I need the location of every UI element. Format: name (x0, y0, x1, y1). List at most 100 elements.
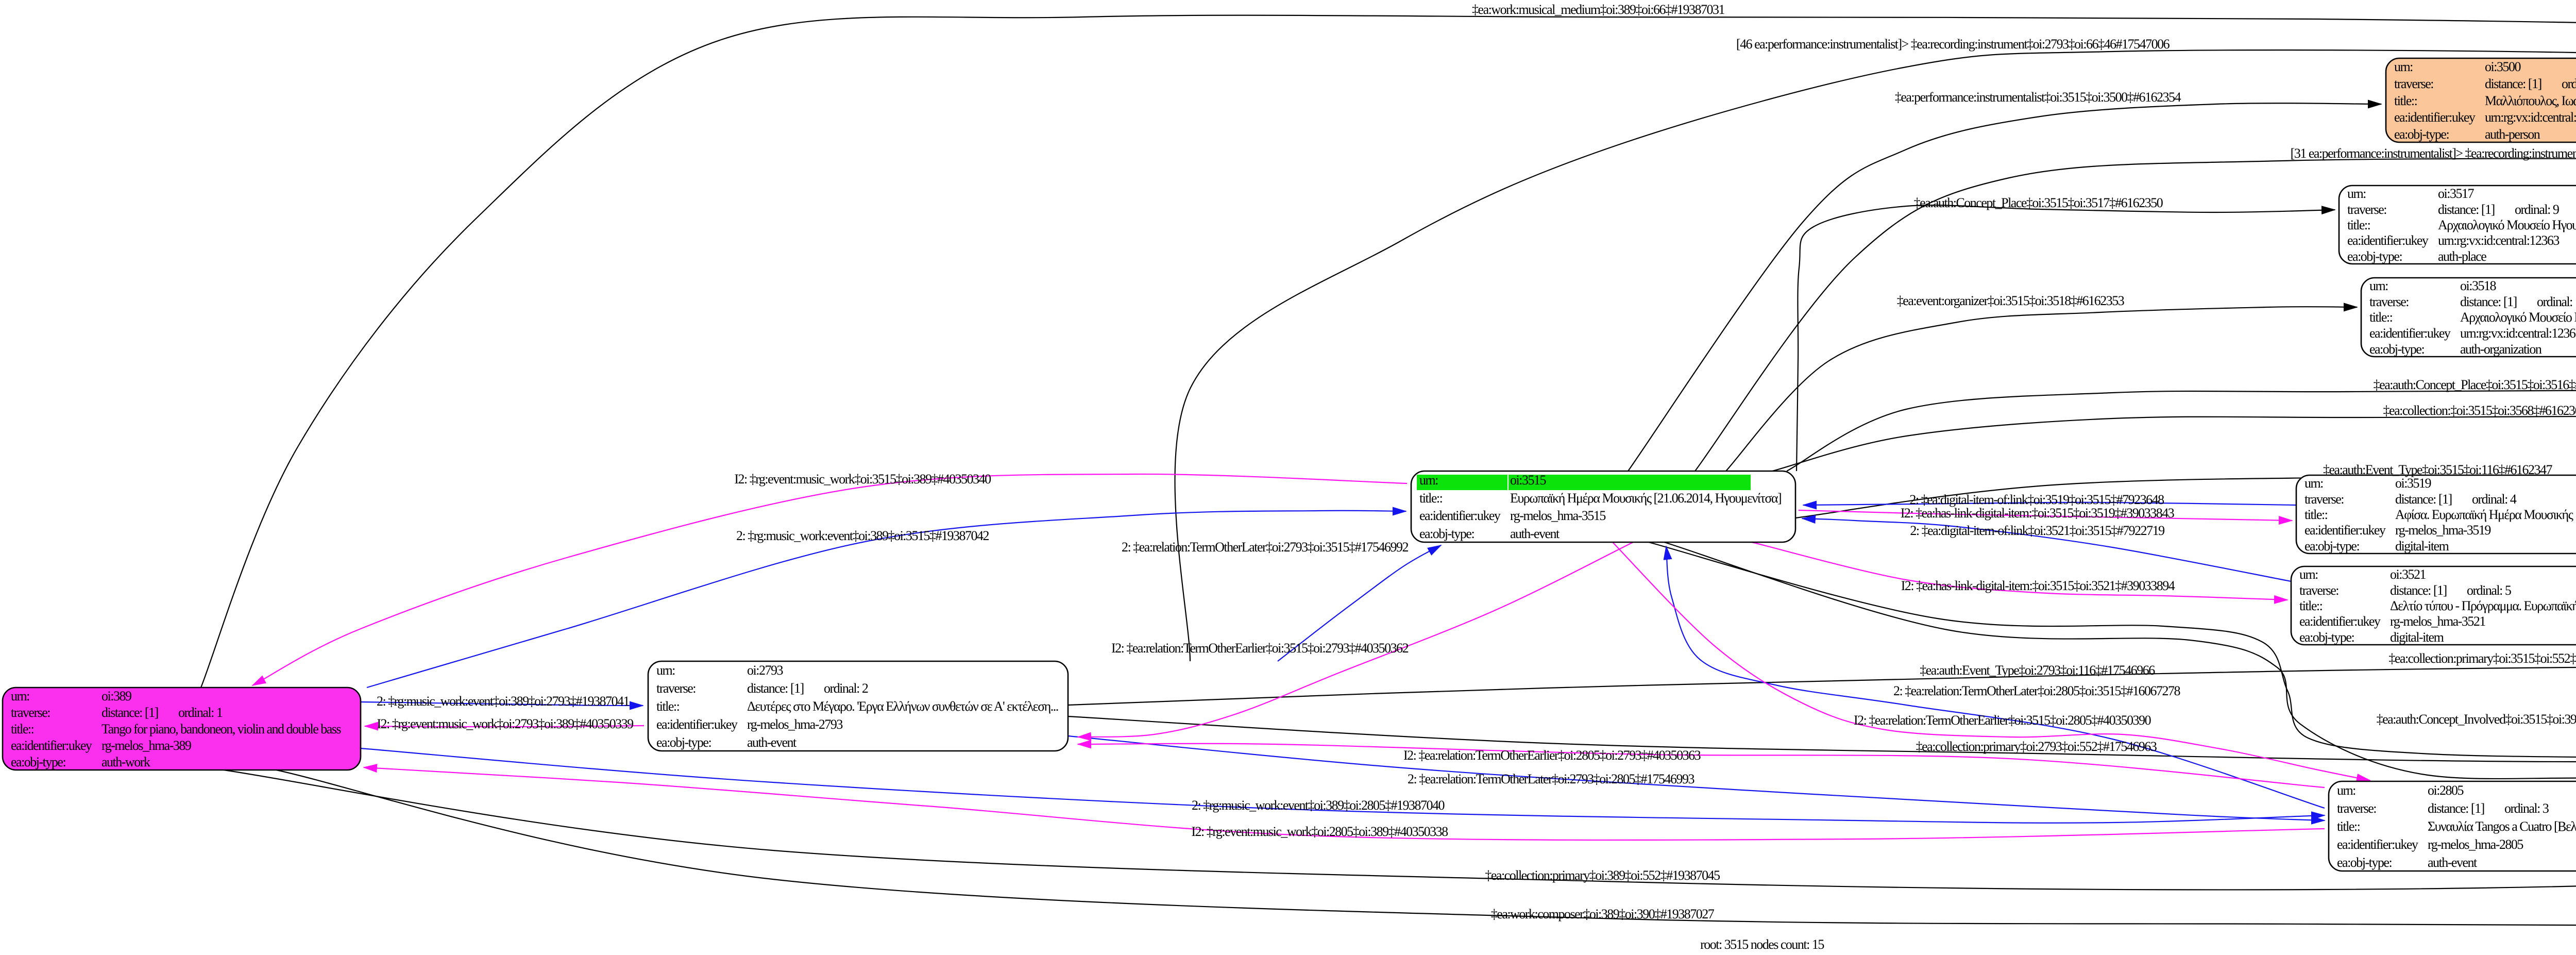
svg-text:traverse:: traverse: (2337, 801, 2376, 816)
svg-text:rg-melos_hma-2793: rg-melos_hma-2793 (747, 717, 842, 732)
svg-text:urn:rg:vx:id:central:8959: urn:rg:vx:id:central:8959 (2485, 110, 2576, 125)
svg-text:auth-person: auth-person (2485, 127, 2540, 142)
svg-text:2: ‡ea:relation:TermOtherLater: 2: ‡ea:relation:TermOtherLater‡oi:2805‡o… (1893, 683, 2181, 698)
svg-text:‡ea:work:musical_medium‡oi:389: ‡ea:work:musical_medium‡oi:389‡oi:66‡#19… (1472, 2, 1724, 17)
svg-text:ea:obj-type:: ea:obj-type: (11, 755, 65, 769)
svg-text:distance: [1]: distance: [1] (2485, 76, 2541, 91)
svg-text:traverse:: traverse: (2347, 202, 2386, 217)
svg-text:ordinal: 12: ordinal: 12 (2562, 76, 2576, 91)
svg-text:urn:: urn: (2394, 59, 2413, 74)
svg-text:I2: ‡ea:relation:TermOtherEarl: I2: ‡ea:relation:TermOtherEarlier‡oi:280… (1403, 748, 1701, 763)
svg-text:2: ‡ea:digital-item-of:link‡oi: 2: ‡ea:digital-item-of:link‡oi:3519‡oi:3… (1909, 492, 2164, 507)
svg-text:urn:: urn: (2299, 567, 2318, 582)
svg-text:ea:identifier:ukey: ea:identifier:ukey (2347, 233, 2429, 248)
svg-text:traverse:: traverse: (2304, 492, 2344, 507)
svg-text:distance: [1]: distance: [1] (2460, 294, 2517, 309)
svg-text:Δελτίο τύπου - Πρόγραμμα. Ευρω: Δελτίο τύπου - Πρόγραμμα. Ευρωπαϊκή Ημέρ… (2390, 598, 2576, 613)
svg-text:auth-event: auth-event (1510, 526, 1560, 541)
svg-text:ordinal: 5: ordinal: 5 (2467, 583, 2511, 598)
svg-text:ea:obj-type:: ea:obj-type: (2299, 630, 2354, 645)
svg-text:distance: [1]: distance: [1] (2390, 583, 2447, 598)
svg-text:2: ‡rg:music_work:event‡oi:389: 2: ‡rg:music_work:event‡oi:389‡oi:3515‡#… (736, 528, 989, 543)
svg-text:I2: ‡rg:event:music_work‡oi:35: I2: ‡rg:event:music_work‡oi:3515‡oi:389‡… (734, 472, 991, 487)
svg-text:urn:rg:vx:id:central:12363: urn:rg:vx:id:central:12363 (2438, 233, 2559, 248)
svg-text:ea:identifier:ukey: ea:identifier:ukey (2394, 110, 2476, 125)
svg-text:ordinal: 1: ordinal: 1 (178, 705, 223, 720)
svg-text:oi:3515: oi:3515 (1510, 473, 1546, 488)
svg-text:ea:identifier:ukey: ea:identifier:ukey (656, 717, 738, 732)
svg-text:ea:identifier:ukey: ea:identifier:ukey (2299, 614, 2381, 629)
svg-text:title::: title:: (2394, 93, 2417, 108)
svg-text:ea:obj-type:: ea:obj-type: (2337, 855, 2392, 870)
svg-text:oi:3500: oi:3500 (2485, 59, 2521, 74)
svg-text:‡ea:collection:primary‡oi:2793: ‡ea:collection:primary‡oi:2793‡oi:552‡#1… (1916, 739, 2157, 754)
svg-text:ea:obj-type:: ea:obj-type: (2347, 249, 2402, 264)
svg-text:ea:identifier:ukey: ea:identifier:ukey (2369, 326, 2451, 341)
svg-text:distance: [1]: distance: [1] (2395, 492, 2452, 507)
svg-text:oi:2793: oi:2793 (747, 663, 783, 678)
svg-text:I2: ‡ea:has-link-digital-item:: I2: ‡ea:has-link-digital-item:‡oi:3515‡o… (1901, 506, 2174, 521)
svg-text:urn:: urn: (2337, 783, 2355, 798)
svg-text:digital-item: digital-item (2390, 630, 2444, 645)
svg-text:ordinal: 2: ordinal: 2 (824, 681, 868, 696)
svg-text:urn:: urn: (2347, 186, 2366, 201)
svg-text:ea:identifier:ukey: ea:identifier:ukey (2337, 837, 2418, 852)
svg-text:oi:2805: oi:2805 (2428, 783, 2463, 798)
svg-text:ea:obj-type:: ea:obj-type: (2369, 342, 2424, 357)
svg-text:ordinal: 9: ordinal: 9 (2515, 202, 2559, 217)
svg-text:ea:obj-type:: ea:obj-type: (2304, 539, 2359, 554)
svg-text:auth-event: auth-event (747, 735, 797, 750)
svg-text:I2: ‡ea:has-link-digital-item:: I2: ‡ea:has-link-digital-item:‡oi:3515‡o… (1901, 578, 2175, 593)
svg-text:Tango for piano, bandoneon, vi: Tango for piano, bandoneon, violin and d… (101, 722, 341, 736)
svg-text:oi:3517: oi:3517 (2438, 186, 2474, 201)
svg-text:oi:3518: oi:3518 (2460, 278, 2496, 293)
svg-text:urn:: urn: (11, 689, 29, 703)
svg-text:traverse:: traverse: (2369, 294, 2409, 309)
svg-text:Συναυλία Tangos a Cuatro [Βελι: Συναυλία Tangos a Cuatro [Βελιγράδι, 13/… (2428, 819, 2576, 834)
svg-text:title::: title:: (2337, 819, 2360, 834)
svg-text:rg-melos_hma-3519: rg-melos_hma-3519 (2395, 523, 2490, 538)
svg-text:urn:: urn: (1419, 473, 1438, 488)
svg-text:I2: ‡ea:relation:TermOtherEarl: I2: ‡ea:relation:TermOtherEarlier‡oi:351… (1854, 713, 2151, 728)
svg-text:Δευτέρες στο Μέγαρο. 'Εργα Ελλ: Δευτέρες στο Μέγαρο. 'Εργα Ελλήνων συνθε… (747, 699, 1058, 714)
svg-text:oi:3519: oi:3519 (2395, 476, 2431, 491)
svg-text:title::: title:: (656, 699, 680, 714)
svg-text:I2: ‡rg:event:music_work‡oi:27: I2: ‡rg:event:music_work‡oi:2793‡oi:389‡… (377, 716, 633, 731)
svg-text:auth-place: auth-place (2438, 249, 2486, 264)
svg-text:traverse:: traverse: (2394, 76, 2433, 91)
svg-text:‡ea:auth:Concept_Place‡oi:3515: ‡ea:auth:Concept_Place‡oi:3515‡oi:3516‡#… (2374, 377, 2576, 392)
svg-text:ea:identifier:ukey: ea:identifier:ukey (11, 738, 92, 753)
svg-text:2: ‡rg:music_work:event‡oi:389: 2: ‡rg:music_work:event‡oi:389‡oi:2805‡#… (1192, 798, 1445, 813)
svg-text:ordinal: 3: ordinal: 3 (2504, 801, 2549, 816)
svg-text:[46 ea:performance:instrumenta: [46 ea:performance:instrumentalist]> ‡ea… (1736, 37, 2170, 52)
svg-text:Αρχαιολογικό Μουσείο Ηγουμενίτ: Αρχαιολογικό Μουσείο Ηγουμενίτσας (2460, 310, 2576, 325)
svg-text:[31 ea:performance:instrumenta: [31 ea:performance:instrumentalist]> ‡ea… (2291, 146, 2576, 161)
svg-text:‡ea:auth:Event_Type‡oi:2793‡oi: ‡ea:auth:Event_Type‡oi:2793‡oi:116‡#1754… (1920, 663, 2155, 678)
svg-text:ea:obj-type:: ea:obj-type: (1419, 526, 1474, 541)
svg-text:ea:identifier:ukey: ea:identifier:ukey (2304, 523, 2386, 538)
svg-text:oi:3521: oi:3521 (2390, 567, 2426, 582)
svg-text:title::: title:: (2299, 598, 2323, 613)
svg-text:title::: title:: (2347, 217, 2370, 232)
svg-text:‡ea:collection:‡oi:3515‡oi:356: ‡ea:collection:‡oi:3515‡oi:3568‡#6162360 (2383, 403, 2576, 418)
svg-text:2: ‡ea:relation:TermOtherLater: 2: ‡ea:relation:TermOtherLater‡oi:2793‡o… (1408, 772, 1694, 786)
svg-text:Ευρωπαϊκή Ημέρα Μουσικής [21.0: Ευρωπαϊκή Ημέρα Μουσικής [21.06.2014, Ηγ… (1510, 491, 1781, 506)
svg-text:urn:rg:vx:id:central:12361: urn:rg:vx:id:central:12361 (2460, 326, 2576, 341)
svg-text:distance: [1]: distance: [1] (2438, 202, 2495, 217)
svg-text:Αρχαιολογικό Μουσείο Ηγουμενίτ: Αρχαιολογικό Μουσείο Ηγουμενίτσας (Κτήρι… (2438, 217, 2576, 232)
svg-text:‡ea:collection:primary‡oi:389‡: ‡ea:collection:primary‡oi:389‡oi:552‡#19… (1485, 868, 1720, 883)
svg-text:‡ea:performance:instrumentalis: ‡ea:performance:instrumentalist‡oi:3515‡… (1895, 90, 2181, 105)
svg-text:title::: title:: (1419, 491, 1443, 506)
svg-text:‡ea:auth:Concept_Involved‡oi:3: ‡ea:auth:Concept_Involved‡oi:3515‡oi:390… (2377, 712, 2576, 727)
svg-text:auth-work: auth-work (101, 755, 150, 769)
svg-text:2: ‡ea:relation:TermOtherLater: 2: ‡ea:relation:TermOtherLater‡oi:2793‡o… (1122, 540, 1409, 555)
svg-text:auth-organization: auth-organization (2460, 342, 2542, 357)
svg-text:‡ea:collection:primary‡oi:3515: ‡ea:collection:primary‡oi:3515‡oi:552‡#6… (2388, 651, 2576, 666)
svg-text:digital-item: digital-item (2395, 539, 2449, 554)
svg-text:traverse:: traverse: (11, 705, 50, 720)
svg-text:rg-melos_hma-3521: rg-melos_hma-3521 (2390, 614, 2485, 629)
svg-text:ordinal: 4: ordinal: 4 (2472, 492, 2517, 507)
svg-text:ea:identifier:ukey: ea:identifier:ukey (1419, 508, 1501, 523)
svg-text:title::: title:: (2369, 310, 2393, 325)
svg-text:ea:obj-type:: ea:obj-type: (656, 735, 711, 750)
